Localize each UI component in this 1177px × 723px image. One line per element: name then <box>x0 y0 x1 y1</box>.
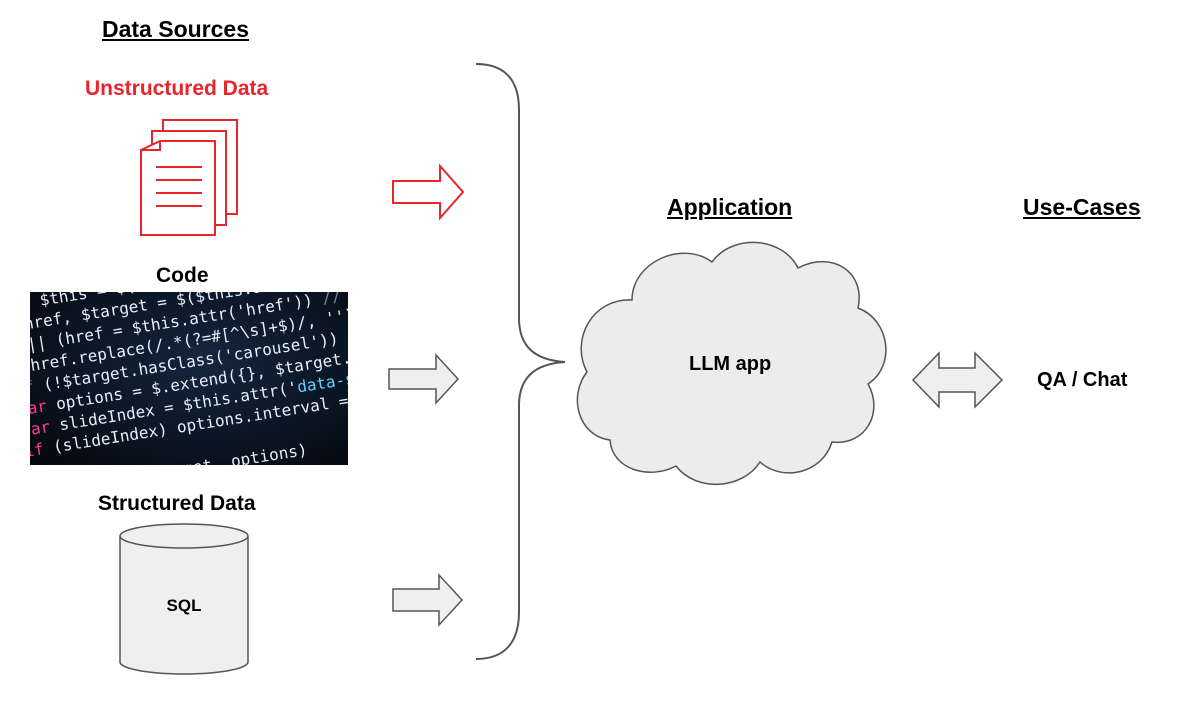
cloud-shape <box>576 241 887 486</box>
code-label: Code <box>156 264 209 287</box>
documents-icon <box>140 119 238 236</box>
unstructured-data-label: Unstructured Data <box>85 77 269 100</box>
code-screenshot: var $this = $(this) href, $target = $($t… <box>30 292 348 465</box>
application-header: Application <box>667 194 793 220</box>
code-arrow <box>388 353 460 405</box>
sql-label: SQL <box>167 596 202 615</box>
structured-data-label: Structured Data <box>98 492 256 515</box>
unstructured-arrow <box>392 163 465 221</box>
curly-brace <box>475 63 566 660</box>
structured-arrow <box>392 573 464 627</box>
bidirectional-arrow <box>911 351 1004 409</box>
data-sources-header: Data Sources <box>102 16 250 42</box>
use-cases-header: Use-Cases <box>1023 194 1141 220</box>
database-icon <box>119 523 249 675</box>
qa-chat-label: QA / Chat <box>1037 369 1128 391</box>
llm-app-label: LLM app <box>689 353 772 375</box>
